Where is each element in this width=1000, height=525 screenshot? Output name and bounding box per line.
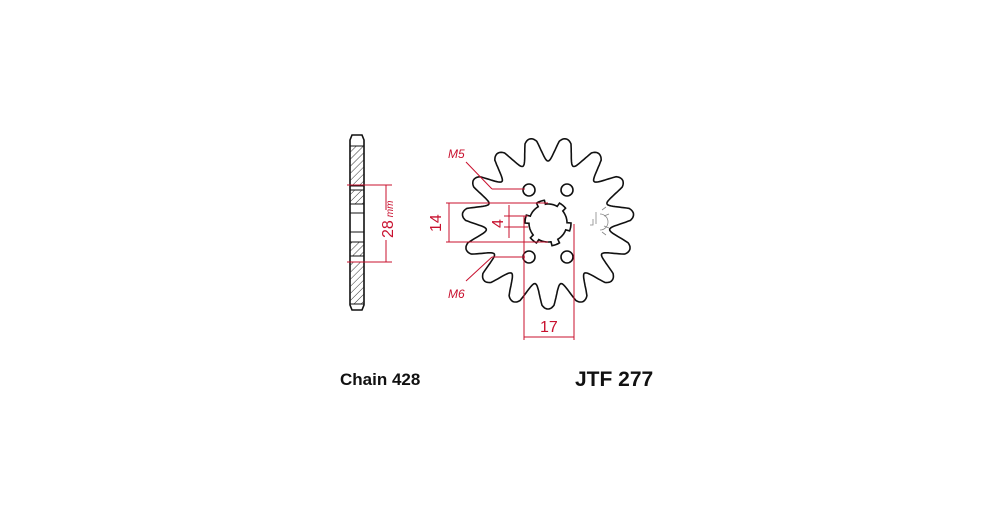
bolt-holes xyxy=(522,183,574,264)
m6-label: M6 xyxy=(448,287,465,301)
dimension-lines xyxy=(446,161,575,340)
dim-4-label: 4 xyxy=(490,219,507,228)
dimension-28mm xyxy=(347,184,392,263)
spline-hole xyxy=(524,199,572,247)
dim-28-label: 28mm xyxy=(380,201,397,238)
dim-14-label: 14 xyxy=(428,214,445,232)
jt-logo-icon xyxy=(590,206,610,236)
m5-label: M5 xyxy=(448,147,465,161)
part-number: JTF 277 xyxy=(575,368,654,391)
side-view xyxy=(349,134,365,311)
dim-17-label: 17 xyxy=(540,319,558,336)
chain-label: Chain 428 xyxy=(340,370,421,389)
